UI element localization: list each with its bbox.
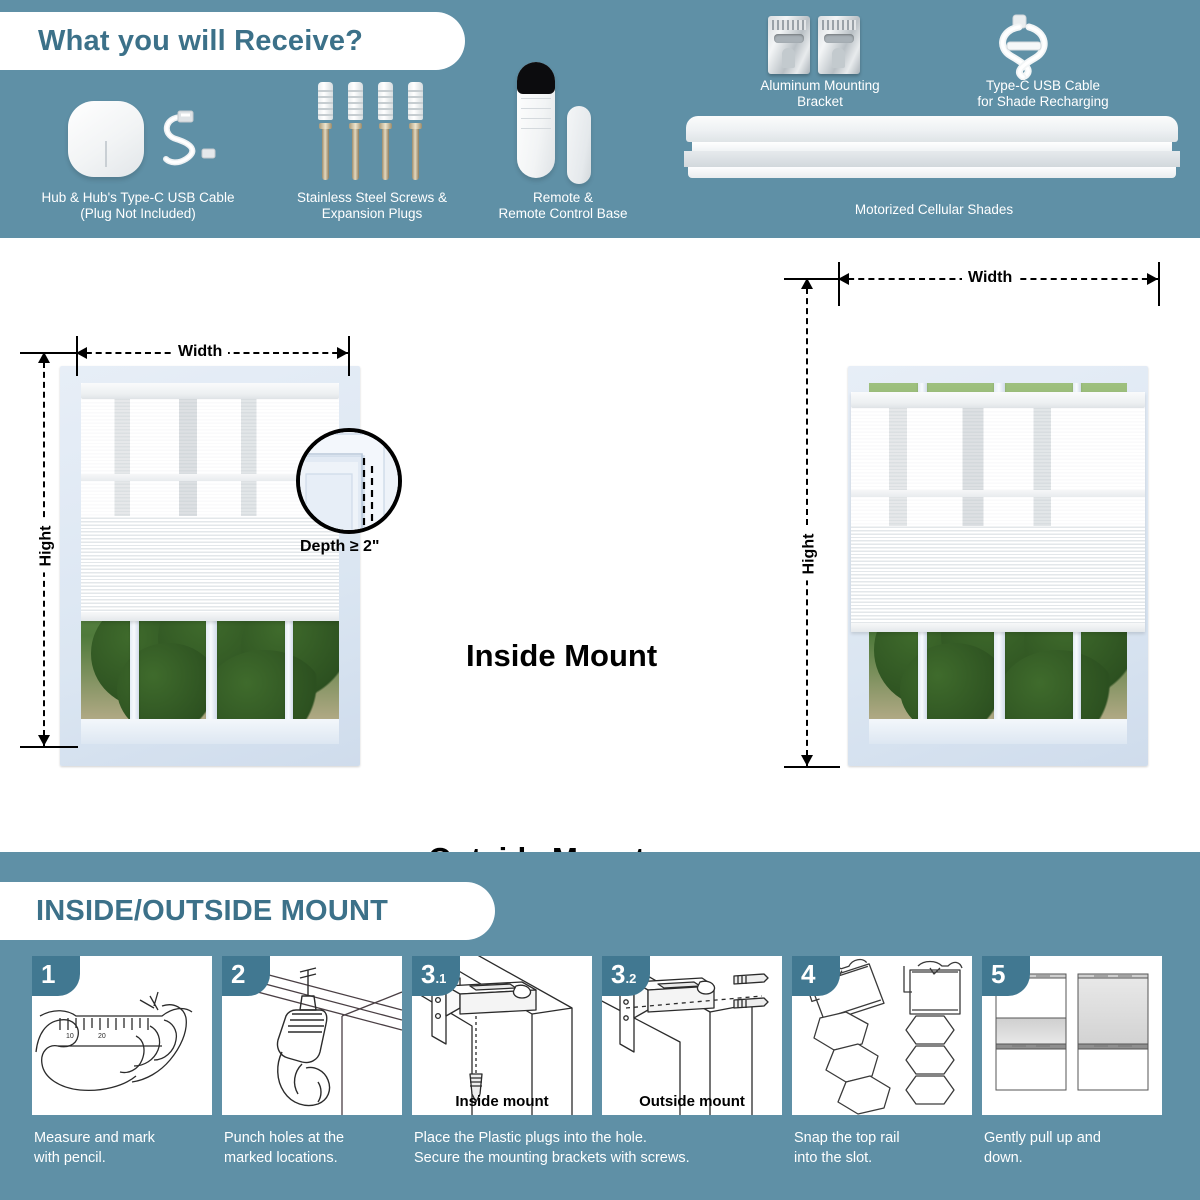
step-caption: Snap the top rail into the slot. [794,1130,900,1166]
remote-keys-icon [521,98,551,138]
inside-mount-label: Inside Mount [466,638,658,673]
shade-head-rail [81,383,339,400]
expansion-plug-icon [378,82,393,120]
height-tick-bottom [784,766,840,768]
height-arrow-down [801,755,813,766]
what-you-will-receive-heading-pill: What you will Receive? [0,12,465,70]
shade-head-rail [851,392,1145,408]
cellular-shade [851,392,1145,632]
width-arrow-right [1147,273,1158,285]
bottom-banner: INSIDE/OUTSIDE MOUNT [0,852,1200,1200]
width-arrow-left [838,273,849,285]
height-arrow-up [801,278,813,289]
depth-label: Depth ≥ 2" [300,538,380,555]
screw-icon [379,123,392,180]
screws-caption: Stainless Steel Screws & Expansion Plugs [296,190,448,222]
top-banner: What you will Receive? Hub & Hub's Type-… [0,0,1200,238]
width-tick-right [348,336,350,376]
svg-text:10: 10 [66,1033,74,1040]
mounting-bracket-icon [768,16,868,78]
height-arrow-up [38,352,50,363]
depth-detail-magnifier [296,428,402,534]
hub-cable-icon [163,110,216,166]
installation-steps: 10 20 1 Measure and mark with pencil. [0,956,1200,1200]
cellular-shade-bar-icon [682,116,1182,180]
window-opening [81,383,339,744]
height-tick-bottom [20,746,78,748]
step-caption: Measure and mark with pencil. [34,1130,155,1166]
bracket-outside-mount-icon [602,959,769,1115]
usb-cable-coil-icon [999,14,1048,81]
step-number-badge: 3.1 [412,956,460,996]
window-illustration [848,366,1148,766]
section-title: INSIDE/OUTSIDE MOUNT [36,894,389,927]
expansion-plug-icon [348,82,363,120]
bracket-right-icon [818,16,860,74]
height-dimension-line [806,278,808,766]
remote-control-base-icon [567,106,591,184]
step-caption: Gently pull up and down. [984,1130,1101,1166]
shade-mid-rail [81,473,339,481]
step-caption: Place the Plastic plugs into the hole. S… [414,1130,690,1166]
hub-and-usb-cable-icon [22,95,252,185]
mount-measurement-section: Inside Mount Outside Mount [0,238,1200,876]
hub-device-icon [68,101,144,177]
svg-text:20: 20 [98,1033,106,1040]
inside-outside-mount-heading-pill: INSIDE/OUTSIDE MOUNT [0,882,495,940]
remote-control-icon [505,62,620,184]
step-number-badge: 2 [222,956,270,996]
step-number-badge: 3.2 [602,956,650,996]
page-title: What you will Receive? [38,24,364,57]
expansion-plug-icon [408,82,423,120]
width-arrow-right [337,347,348,359]
step-caption: Punch holes at the marked locations. [224,1130,345,1166]
height-arrow-down [38,735,50,746]
remote-body-icon [517,62,555,178]
usb-cable-icon [985,14,1063,81]
depth-detail-drawing [300,432,398,530]
width-label: Width [172,344,229,360]
height-label: Hight [37,519,55,573]
bracket-left-icon [768,16,810,74]
top-rail-snap-icon [804,958,963,1115]
step-image: Outside mount [602,956,782,1115]
width-label: Width [962,270,1019,286]
screw-icon [409,123,422,180]
motorized-shades-caption: Motorized Cellular Shades [854,202,1014,217]
cellular-shade [81,383,339,622]
screw-icon [319,123,332,180]
step-number-badge: 1 [32,956,80,996]
step-number-badge: 4 [792,956,840,996]
step-image: 10 20 [32,956,212,1115]
height-label: Hight [800,527,818,581]
hand-with-ruler-icon: 10 20 [35,991,193,1092]
step-number-badge: 5 [982,956,1030,996]
remote-caption: Remote & Remote Control Base [498,190,628,222]
step-image-label: Outside mount [639,1093,745,1110]
screw-icon [349,123,362,180]
hub-caption: Hub & Hub's Type-C USB Cable (Plug Not I… [41,190,235,222]
shade-mid-rail [851,490,1145,498]
step-image-label: Inside mount [455,1093,549,1110]
window-illustration [60,366,360,766]
shade-bottom-rail [81,612,339,622]
remote-screen-icon [517,62,555,94]
width-arrow-left [76,347,87,359]
width-tick-right [1158,262,1160,306]
expansion-plug-icon [318,82,333,120]
screws-and-plugs-icon [300,82,450,182]
bracket-caption: Aluminum Mounting Bracket [760,78,880,110]
shade-bottom-rail [851,623,1145,632]
usb-cable-caption: Type-C USB Cable for Shade Recharging [977,78,1109,110]
